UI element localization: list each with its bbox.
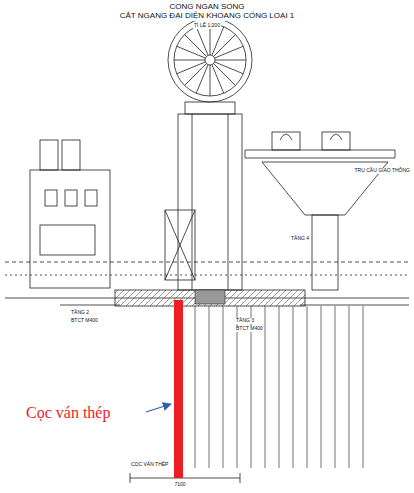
pile-lines [195,306,363,468]
wheel-spoke [215,46,244,58]
pile-line [265,306,266,468]
drawing-note: TẦNG 4 [290,236,310,242]
pile-line [307,306,308,468]
wheel-spoke [174,60,205,61]
pile-line [335,306,336,468]
steel-sheet-pile [174,300,183,478]
wheel-spoke [196,65,208,94]
wheel-spoke [177,46,206,58]
gate-sill [195,290,225,304]
wheel-spoke [215,60,246,61]
wheel-spoke [212,27,224,56]
callout-label: Cọc ván thép [25,404,111,422]
wheel-spoke [210,24,211,55]
pile-line [321,306,322,468]
drawing-note: BTCT M400 [70,318,99,324]
culvert-slab [115,290,305,306]
wheel-spoke [214,64,236,86]
pile-line [293,306,294,468]
wheel-spoke [196,27,208,56]
leader-arrow [146,404,171,412]
pile-line [279,306,280,468]
drawing-note: TẦNG 2 [70,310,90,316]
wheel-spoke [185,64,207,86]
drawing-note: BTCT M400 [235,326,264,332]
wheel-spoke [212,65,224,94]
drawing-note: 7100 [173,482,186,488]
wheel-spoke [210,65,211,96]
drawing-note: CỌC VÁN THÉP [130,462,169,468]
pile-line [209,306,210,468]
drawing-note: TRỤ CẦU GIAO THÔNG [354,168,411,174]
drawing-note: TẦNG 3 [235,318,255,324]
pile-line [349,306,350,468]
pile-line [195,306,196,468]
wheel-spoke [214,35,236,57]
pile-line [223,306,224,468]
wheel-spoke [177,62,206,74]
wheel-spoke [185,35,207,57]
drawing-title: CONG NGAN SONG [0,3,414,12]
structure-lines [5,18,409,483]
drawing-note: TỈ LỆ 1:200 [193,23,221,29]
drawing-note: CẮT NGANG ĐẠI DIỆN KHOANG CỐNG LOẠI 1 [119,12,296,21]
pile-line [363,306,364,468]
wheel-spoke [215,62,244,74]
